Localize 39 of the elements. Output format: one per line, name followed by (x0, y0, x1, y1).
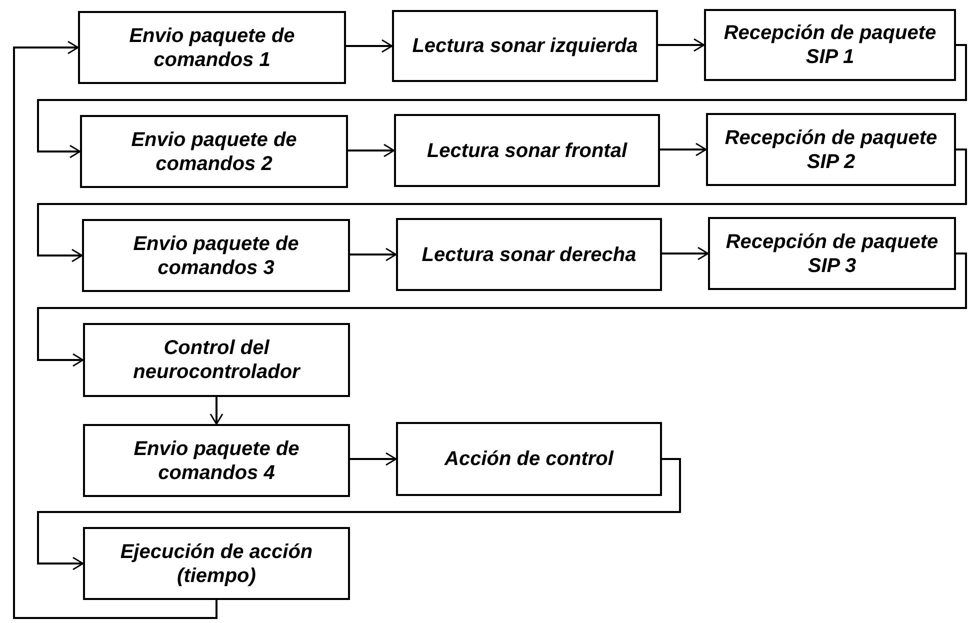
arrow (37, 458, 681, 570)
arrow (346, 39, 393, 53)
box-label: Envio paquete de comandos 2 (130, 128, 298, 176)
box-label: Lectura sonar derecha (422, 242, 636, 266)
arrow (348, 144, 395, 158)
box-label: Recepción de paquete SIP 2 (724, 126, 938, 174)
process-box (396, 422, 662, 496)
box-label: Lectura sonar frontal (426, 138, 628, 162)
box-label: Envio paquete de comandos 3 (132, 232, 300, 280)
process-box (704, 9, 956, 81)
box-label: Envio paquete de comandos 4 (132, 436, 300, 484)
process-box (396, 218, 662, 291)
process-box (83, 323, 350, 397)
process-box (708, 217, 956, 290)
arrow (37, 148, 967, 262)
process-box (83, 527, 350, 600)
process-box (394, 114, 660, 187)
process-box (392, 10, 658, 82)
process-box (82, 219, 350, 292)
box-label: Acción de control (444, 447, 614, 471)
arrow (37, 252, 967, 367)
process-box (80, 115, 348, 188)
box-label: Lectura sonar izquierda (412, 34, 638, 58)
process-box (78, 11, 346, 84)
arrow (210, 397, 224, 425)
box-label: Ejecución de acción (tiempo) (119, 540, 314, 588)
box-label: Control del neurocontrolador (132, 336, 302, 384)
box-label: Envio paquete de comandos 1 (128, 24, 296, 72)
box-label: Recepción de paquete SIP 1 (722, 21, 938, 69)
arrow (660, 142, 707, 156)
arrow (658, 38, 705, 52)
arrow (350, 248, 397, 262)
process-box (83, 424, 350, 497)
arrow (37, 44, 967, 158)
arrow (350, 452, 397, 466)
arrow (13, 40, 218, 619)
arrow (662, 246, 709, 260)
process-box (706, 113, 956, 186)
box-label: Recepción de paquete SIP 3 (724, 230, 940, 278)
